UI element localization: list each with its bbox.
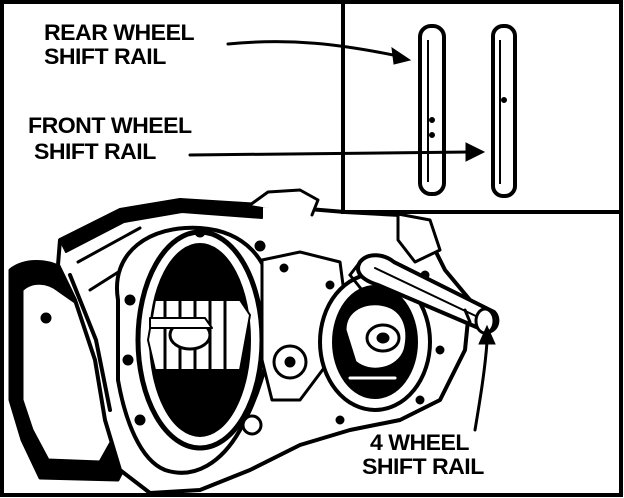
front-wheel-shift-rail xyxy=(491,24,517,198)
rear-wheel-label-line1: REAR WHEEL xyxy=(44,20,195,45)
four-wheel-arrowhead xyxy=(478,324,496,345)
front-wheel-arrowhead xyxy=(465,142,486,162)
rear-wheel-label-line2: SHIFT RAIL xyxy=(44,44,166,69)
four-wheel-shift-rail xyxy=(348,253,500,335)
four-wheel-label-line1: 4 WHEEL xyxy=(370,430,470,455)
rear-wheel-shift-rail xyxy=(418,24,446,196)
front-wheel-label-line1: FRONT WHEEL xyxy=(28,113,192,138)
leader-arrows xyxy=(188,40,496,432)
four-wheel-label-line2: SHIFT RAIL xyxy=(362,454,484,479)
front-wheel-label-line2: SHIFT RAIL xyxy=(34,139,156,164)
inset-panel xyxy=(341,0,623,214)
rear-wheel-arrowhead xyxy=(391,46,412,65)
